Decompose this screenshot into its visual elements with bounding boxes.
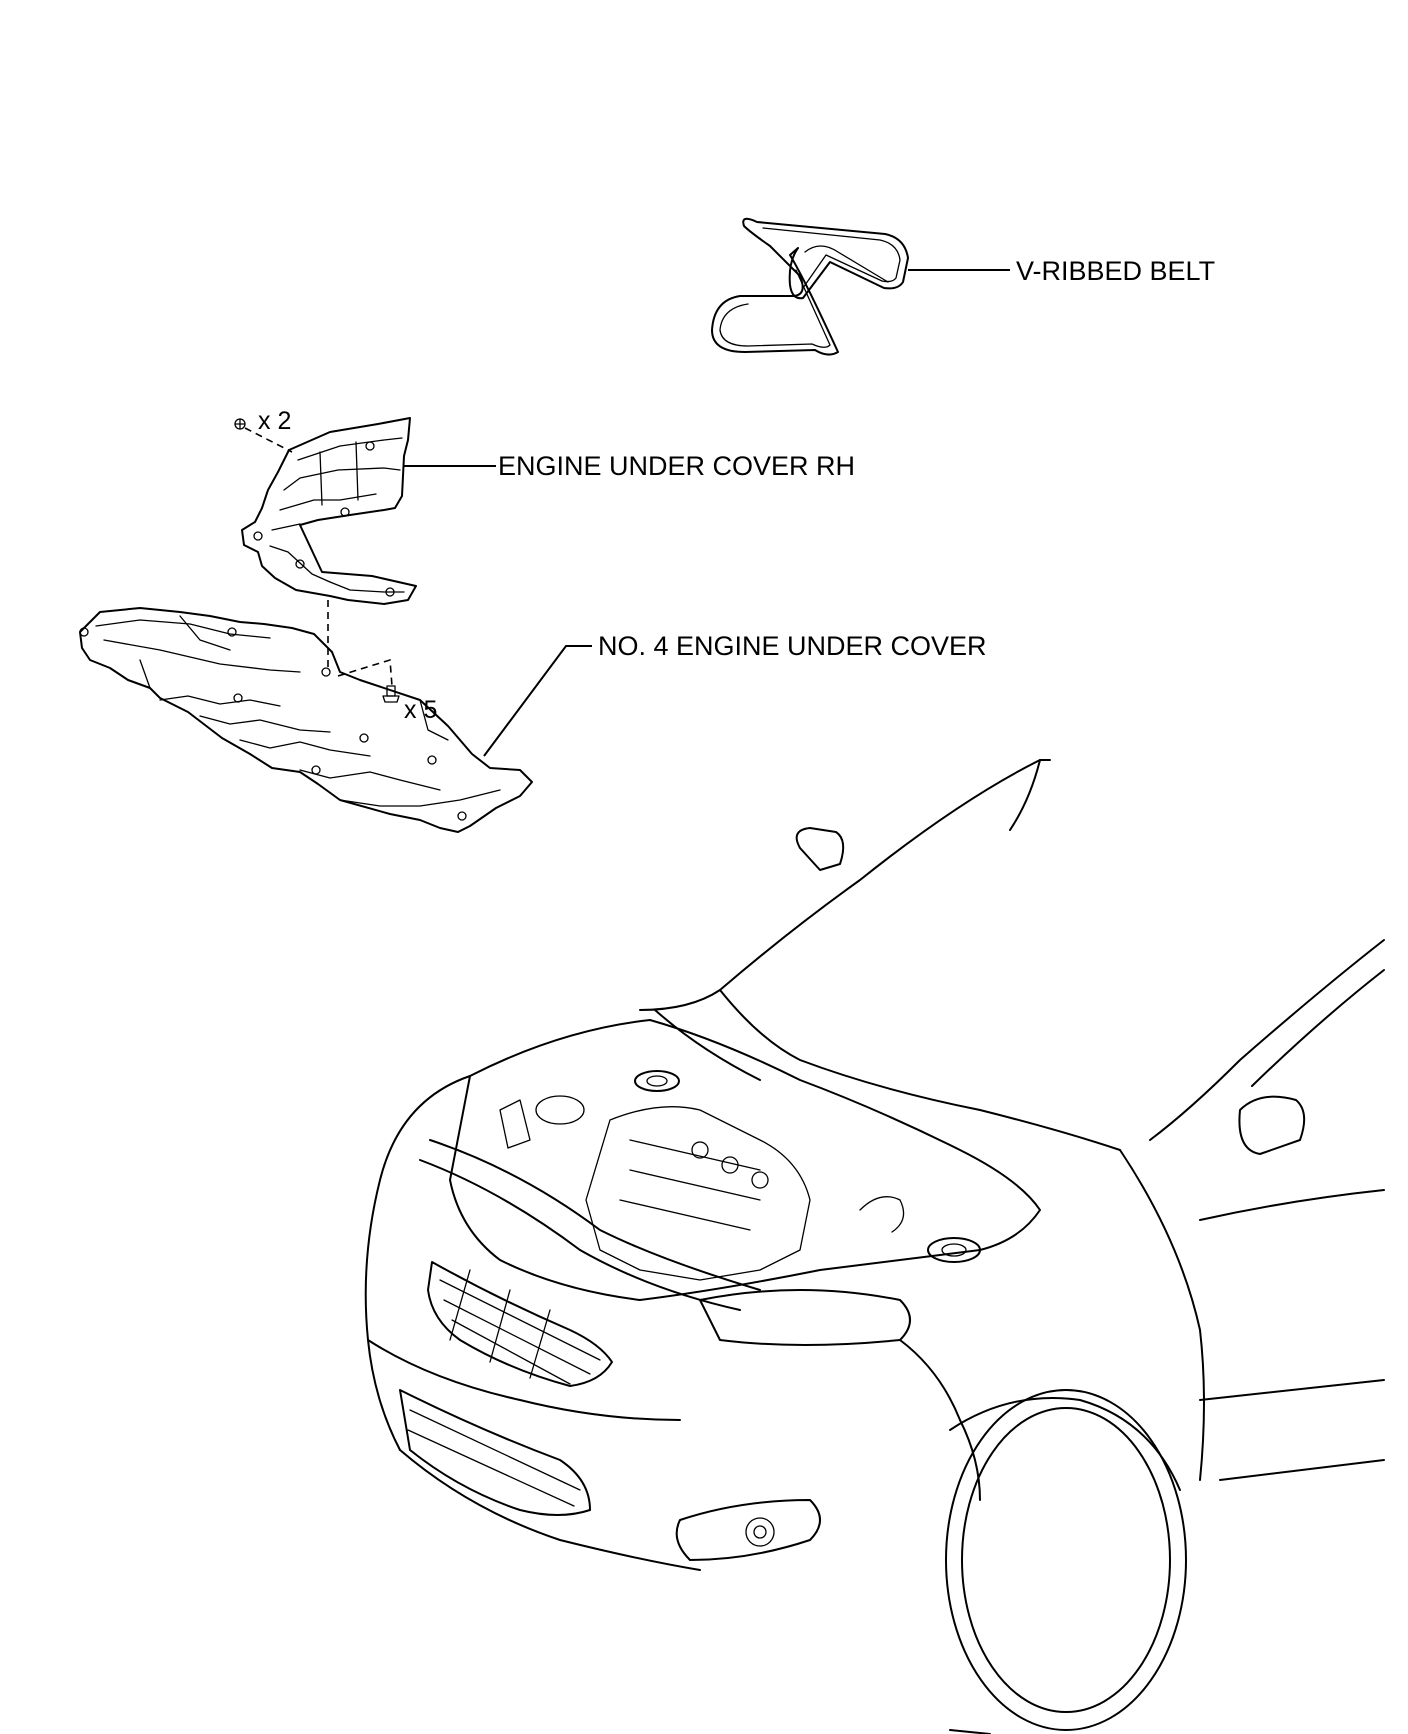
bolt-icon-no4 — [337, 658, 400, 703]
v-ribbed-belt — [711, 217, 1010, 356]
engine-under-cover-rh — [241, 417, 496, 605]
label-engine-under-cover-rh: ENGINE UNDER COVER RH — [498, 451, 855, 481]
label-v-ribbed-belt: V-RIBBED BELT — [1016, 256, 1215, 286]
label-no4-engine-under-cover: NO. 4 ENGINE UNDER COVER — [598, 631, 987, 661]
rh-fastener-qty: x 2 — [258, 407, 291, 435]
no4-fastener-qty: x 5 — [404, 696, 437, 724]
bolt-icon-rh — [234, 418, 293, 453]
no4-engine-under-cover — [79, 607, 592, 833]
vehicle-front-illustration — [364, 759, 1385, 1734]
